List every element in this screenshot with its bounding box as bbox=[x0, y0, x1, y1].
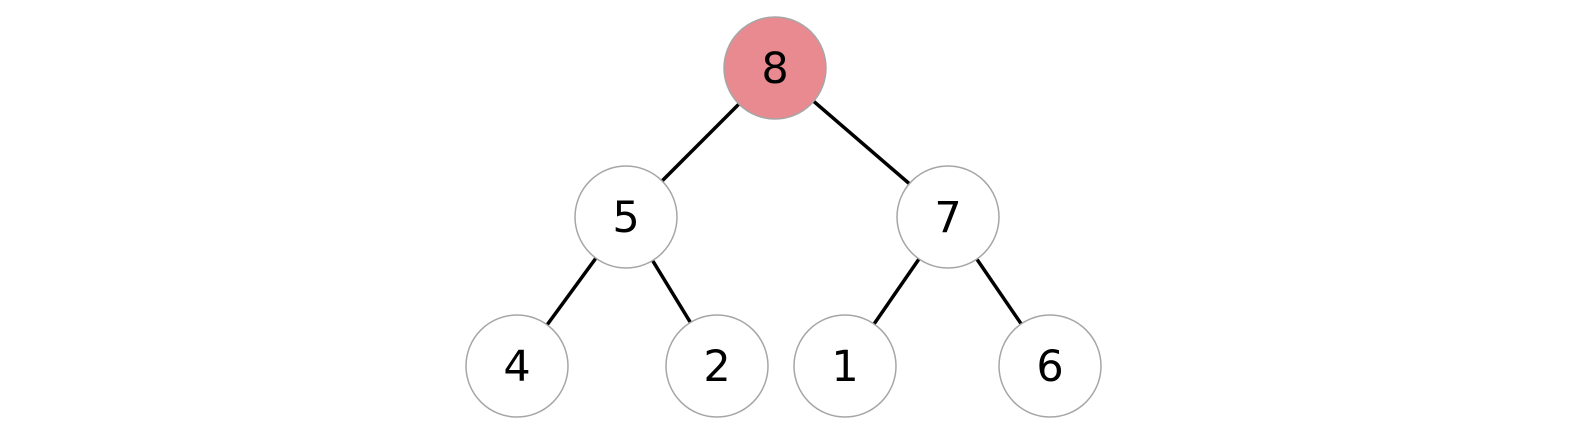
node-label: 5 bbox=[612, 193, 639, 243]
node-circle bbox=[665, 314, 769, 418]
tree-node-8: 8 bbox=[723, 16, 827, 120]
node-label: 6 bbox=[1036, 342, 1063, 392]
node-label: 1 bbox=[831, 342, 858, 392]
tree-node-2: 2 bbox=[665, 314, 769, 418]
node-label: 8 bbox=[761, 44, 788, 94]
node-label: 2 bbox=[703, 342, 730, 392]
tree-node-6: 6 bbox=[998, 314, 1102, 418]
tree-node-1: 1 bbox=[793, 314, 897, 418]
tree-node-7: 7 bbox=[896, 165, 1000, 269]
node-circle bbox=[574, 165, 678, 269]
tree-node-5: 5 bbox=[574, 165, 678, 269]
tree-node-4: 4 bbox=[465, 314, 569, 418]
highlighted-node-circle bbox=[723, 16, 827, 120]
node-circle bbox=[896, 165, 1000, 269]
node-label: 4 bbox=[503, 342, 530, 392]
node-label: 7 bbox=[934, 193, 961, 243]
node-circle bbox=[793, 314, 897, 418]
node-circle bbox=[465, 314, 569, 418]
node-circle bbox=[998, 314, 1102, 418]
